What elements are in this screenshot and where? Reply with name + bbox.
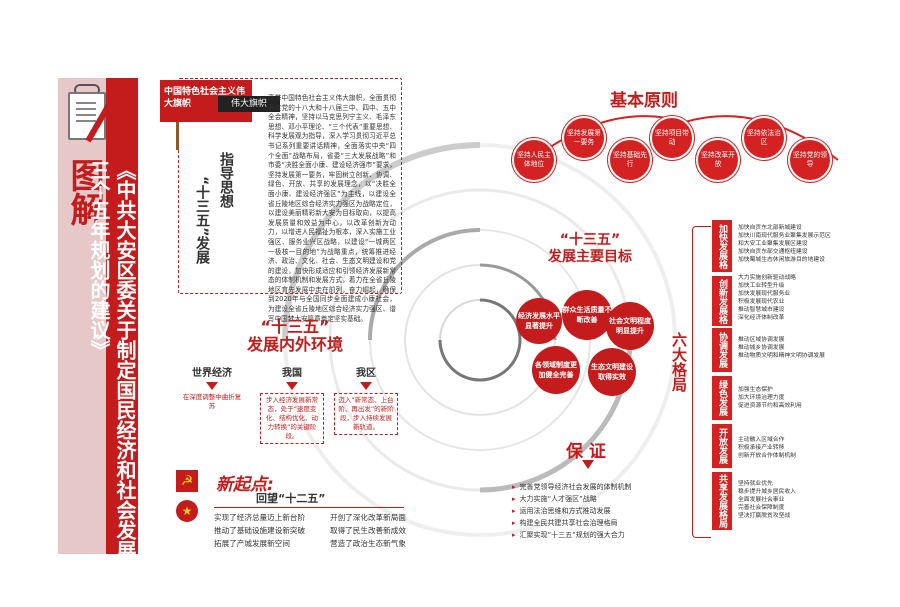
left-title-strip bbox=[106, 78, 138, 554]
six-patterns-title: 六大格局 bbox=[670, 332, 688, 392]
newstart-item: 取得了民生改善新成效 bbox=[330, 526, 406, 535]
guarantee-item: 构建全民共建共享社会治理格局 bbox=[512, 519, 618, 528]
newstart-item: 拓展了产城发展新空间 bbox=[214, 539, 290, 548]
env-world: 世界经济 在深度调整中曲折复苏 bbox=[180, 364, 244, 411]
pattern-item: 坚决打赢脱贫攻坚战 bbox=[738, 513, 791, 519]
newstart-title: 新起点: bbox=[216, 475, 274, 495]
newstart-item: 推动了基础设施建设新突破 bbox=[214, 526, 306, 535]
guarantee-item: 完善党领导经济社会发展的体制机制 bbox=[512, 483, 632, 492]
pattern-item: 加快发展现代服务业 bbox=[738, 291, 791, 297]
guarantee-title: 保 证 bbox=[566, 442, 606, 462]
env-title-line2: 发展内外环境 bbox=[246, 335, 343, 354]
principle-item: 坚持依法治区 bbox=[744, 118, 784, 158]
pattern-item: 深化经济体制改革 bbox=[738, 315, 785, 321]
pattern-item: 加快自贡东部交通枢纽建设 bbox=[738, 249, 808, 255]
goal-item: 群众生活质量不断改善 bbox=[562, 290, 612, 340]
pattern-item: 积极承接产业转移 bbox=[738, 445, 785, 451]
newstart-divider bbox=[214, 507, 404, 508]
pattern-item: 推动区域协调发展 bbox=[738, 337, 785, 343]
six-patterns-bracket bbox=[692, 226, 711, 538]
env-head: 世界经济 bbox=[192, 368, 232, 379]
goals-title-line1: “十三五” bbox=[559, 232, 621, 248]
pattern-item: 推动城乡协调发展 bbox=[738, 345, 785, 351]
env-body: 在深度调整中曲折复苏 bbox=[182, 393, 242, 410]
principles-title: 基本原则 bbox=[610, 91, 678, 111]
env-body: 迈入“新常态、上台阶、再出发”的新阶段，步入持续发展新轨道。 bbox=[334, 393, 398, 435]
pattern-category: 开放发展格局 bbox=[697, 424, 732, 468]
principle-item: 坚持项目带动 bbox=[652, 118, 692, 158]
tujie-label: 图解 bbox=[64, 158, 104, 226]
env-country: 我国 步入经济发展新常态，处于“速度变化、结构优化、动力转换”的关键阶段。 bbox=[260, 364, 324, 444]
down-arrow-icon bbox=[360, 382, 372, 390]
newstart-item: 实现了经济总量迈上新台阶 bbox=[214, 513, 306, 522]
pattern-item: 坚持就业优先 bbox=[738, 481, 773, 487]
pattern-item: 创新开放合作体制机制 bbox=[738, 453, 796, 459]
env-title-line1: “十三五” bbox=[260, 317, 330, 336]
document-title: 《中共大安区委关于制定国民经济和社会发展第十三个五年规划的建议》 bbox=[87, 160, 137, 600]
pattern-item: 加强生态保护 bbox=[738, 387, 773, 393]
env-district: 我区 迈入“新常态、上台阶、再出发”的新阶段，步入持续发展新轨道。 bbox=[334, 364, 398, 435]
env-title: “十三五” 发展内外环境 bbox=[190, 318, 400, 354]
pattern-item: 完善社会保障制度 bbox=[738, 505, 785, 511]
guarantee-item: 大力实施“人才强区”战略 bbox=[512, 495, 597, 504]
pattern-category: 加快发展格局 bbox=[697, 220, 732, 272]
guide-title: 指导思想 bbox=[218, 152, 234, 208]
pattern-item: 加快蜀城生态休闲旅游目的地建设 bbox=[738, 257, 825, 263]
goal-item: 各领域制度更加健全完善 bbox=[532, 346, 580, 394]
newstart-item: 开创了深化改革新局面 bbox=[330, 513, 406, 522]
newstart-item: 营造了政治生态新气象 bbox=[330, 539, 406, 548]
down-arrow-icon bbox=[286, 382, 298, 390]
env-head: 我国 bbox=[282, 368, 302, 379]
pattern-item: 加快自贡东北部新城建设 bbox=[738, 225, 802, 231]
party-emblem-icon: ☭ bbox=[176, 470, 198, 492]
pattern-item: 加快川南现代服务业聚集发展示范区 bbox=[738, 233, 831, 239]
newstart-subtitle: 回望“十二五” bbox=[256, 492, 326, 505]
pattern-item: 全面发展社会事业 bbox=[738, 497, 785, 503]
pattern-category: 绿色发展格局 bbox=[697, 376, 732, 420]
principle-item: 坚持人民主体地位 bbox=[514, 140, 554, 180]
goal-item: 社会文明程度明显提升 bbox=[606, 302, 654, 350]
guarantee-item: 汇聚实现“十三五”规划的强大合力 bbox=[512, 531, 625, 540]
pattern-item: 促进资源节约和高效利用 bbox=[738, 403, 802, 409]
principle-item: 坚持改革开放 bbox=[698, 140, 738, 180]
principle-item: 坚持党的领导 bbox=[790, 140, 830, 180]
pattern-category: 协调发展格局 bbox=[697, 328, 732, 372]
pattern-category: 创新发展格局 bbox=[697, 276, 732, 326]
pattern-item: 推动智慧城市建设 bbox=[738, 307, 785, 313]
goal-item: 生态文明建设取得实效 bbox=[588, 348, 636, 396]
pattern-item: 加快工业转型升级 bbox=[738, 283, 785, 289]
pattern-item: 主动融入区域合作 bbox=[738, 437, 785, 443]
pattern-item: 大力实施创新驱动战略 bbox=[738, 275, 796, 281]
guide-subtitle: “十三五”发展 bbox=[194, 176, 210, 265]
guide-text: 高举中国特色社会主义伟大旗帜，全面贯彻落实党的十八大和十八届三中、四中、五中全会… bbox=[268, 94, 396, 323]
down-arrow-icon bbox=[206, 382, 218, 390]
guarantee-item: 运用法治思维和方式推动发展 bbox=[512, 507, 611, 516]
pattern-item: 积极发展现代农业 bbox=[738, 299, 785, 305]
principle-item: 坚持发展第一要务 bbox=[564, 118, 604, 158]
env-head: 我区 bbox=[356, 368, 376, 379]
guide-box bbox=[178, 78, 402, 294]
goals-title-line2: 发展主要目标 bbox=[548, 249, 632, 265]
national-emblem-icon: ★ bbox=[176, 500, 198, 522]
flag-text: 中国特色社会主义伟大旗帜 bbox=[164, 87, 246, 109]
pattern-item: 稳步提升城乡居民收入 bbox=[738, 489, 796, 495]
pattern-category: 共享发展格局 bbox=[712, 472, 732, 530]
pattern-item: 和大安工业聚集发展区建设 bbox=[738, 241, 808, 247]
goals-title: “十三五” 发展主要目标 bbox=[530, 232, 650, 266]
goal-item: 经济发展水平显著提升 bbox=[516, 298, 562, 344]
principle-item: 坚持基础先行 bbox=[610, 140, 650, 180]
pattern-item: 推动物质文明和精神文明协调发展 bbox=[738, 353, 825, 359]
pattern-item: 加大环境治理力度 bbox=[738, 395, 785, 401]
env-body: 步入经济发展新常态，处于“速度变化、结构优化、动力转换”的关键阶段。 bbox=[260, 393, 324, 444]
down-arrow-icon bbox=[582, 460, 594, 469]
flag-banner: 伟大旗帜 bbox=[218, 96, 280, 112]
